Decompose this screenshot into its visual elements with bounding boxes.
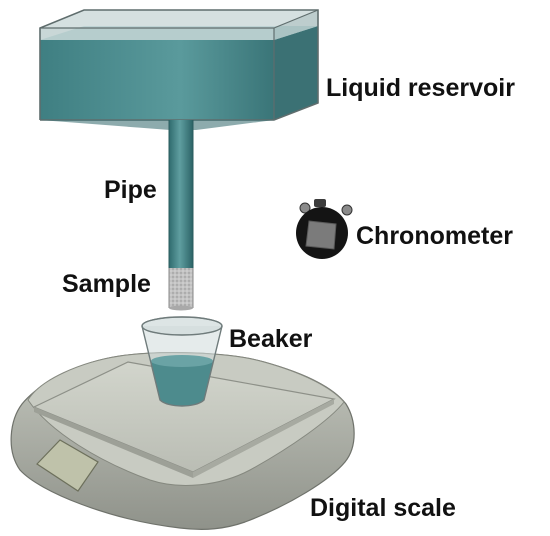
digital-scale — [10, 352, 355, 530]
scale-plate-edge-right — [193, 399, 334, 478]
beaker-liquid-surface — [151, 355, 213, 367]
reservoir-glass-side-upper — [274, 10, 318, 40]
beaker-outline — [141, 325, 223, 407]
reservoir-glass-front-upper — [40, 28, 274, 40]
beaker-liquid — [151, 361, 213, 406]
sample-plug — [169, 268, 193, 308]
sample-bottom — [169, 305, 193, 311]
label-beaker: Beaker — [229, 325, 313, 353]
reservoir-glass-top — [40, 10, 318, 28]
label-chronometer: Chronometer — [356, 222, 513, 250]
label-sample: Sample — [62, 270, 151, 298]
reservoir-liquid-side — [274, 26, 318, 120]
pipe — [168, 120, 194, 268]
chronometer-face — [305, 220, 337, 250]
scale-display — [36, 439, 99, 492]
reservoir-bottom-funnel — [40, 120, 274, 130]
reservoir-edge-top-right — [273, 9, 319, 29]
reservoir-liquid-front — [40, 40, 274, 120]
chronometer-button-right — [341, 204, 353, 216]
beaker — [141, 316, 223, 407]
label-liquid-reservoir: Liquid reservoir — [326, 74, 515, 102]
pipe-tube — [169, 120, 193, 268]
label-pipe: Pipe — [104, 176, 157, 204]
chronometer-button-left — [299, 202, 311, 214]
scale-plate-edge — [34, 407, 193, 478]
sample — [168, 268, 194, 311]
label-digital-scale: Digital scale — [310, 494, 456, 522]
chronometer-icon — [296, 199, 353, 259]
liquid-reservoir — [39, 9, 319, 130]
chronometer-stem — [314, 199, 326, 207]
